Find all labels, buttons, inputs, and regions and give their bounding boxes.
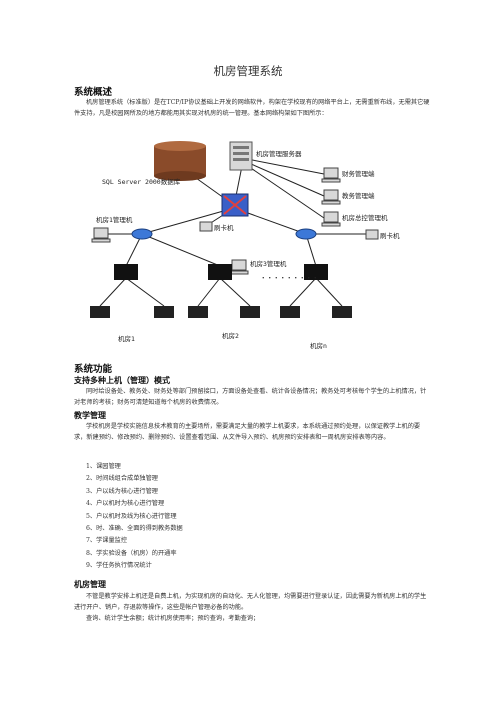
room-paragraph-1: 不管是教学安排上机还是自费上机，为实现机房的自动化、无人化管理，均需要进行登录认…: [74, 593, 427, 611]
firewall-icon: [221, 193, 249, 217]
pc-finance-icon: [321, 167, 341, 183]
list-item: 2、时间线组合成单独管理: [86, 475, 158, 483]
list-item: 8、学实验设备（机房）的开通率: [86, 549, 177, 557]
hub-icon: [114, 264, 138, 280]
label-room1: 机房1: [118, 334, 135, 343]
hub-icon: [304, 264, 328, 280]
label-general: 机房总控管理机: [342, 213, 388, 222]
list-item: 4、户以机时为核心进行管理: [86, 500, 165, 508]
label-room2: 机房2: [222, 331, 239, 340]
label-card-reader-a: 刷卡机: [214, 223, 234, 232]
list-item: 7、学课量监控: [86, 537, 128, 545]
pc-teaching-icon: [321, 189, 341, 205]
card-reader-b-icon: [365, 229, 379, 240]
database-icon: [154, 141, 206, 181]
mode-heading: 支持多种上机（管理）模式: [74, 376, 170, 385]
lab-pc-icon: [332, 306, 352, 318]
lab-pc-icon: [154, 306, 174, 318]
list-item: 6、时、准确、全面的得到教务数据: [86, 525, 183, 533]
label-room1-manager: 机房1管理机: [96, 215, 133, 224]
lab-pc-icon: [90, 306, 110, 318]
teaching-paragraph: 学校机房是学校实施信息技术教育的主要场所，需要满足大量的教学上机要求，本系统通过…: [74, 423, 421, 441]
list-item: 3、户以线为核心进行管理: [86, 487, 158, 495]
label-teaching: 教务管理端: [342, 191, 375, 200]
page-title: 机房管理系统: [213, 64, 283, 78]
lab-pc-icon: [188, 306, 208, 318]
card-reader-a-icon: [199, 221, 213, 232]
label-dots: ・・・・・・・・・: [260, 274, 319, 282]
room-heading: 机房管理: [74, 580, 106, 589]
features-heading: 系统功能: [74, 364, 113, 375]
lab-pc-icon: [240, 306, 260, 318]
list-item: 9、学任务执行情况统计: [86, 562, 152, 570]
label-server: 机房管理服务器: [256, 149, 302, 158]
lab-pc-icon: [280, 306, 300, 318]
teaching-list: 1、课园管理 2、时间线组合成单独管理 3、户以线为核心进行管理 4、户以机时为…: [86, 461, 183, 573]
list-item: 1、课园管理: [86, 463, 121, 470]
pc-room3-manager-icon: [229, 259, 249, 275]
hub-icon: [208, 264, 232, 280]
teaching-heading: 教学管理: [74, 411, 106, 420]
label-database: SQL Server 2000数据库: [102, 177, 181, 186]
label-room-n: 机房n: [310, 341, 327, 350]
mode-paragraph: 同时给设备处、教务处、财务处等部门预留接口，方面设备处查看、统计各设备情况；教务…: [74, 388, 427, 406]
overview-heading: 系统概述: [74, 87, 113, 98]
label-card-reader-b: 刷卡机: [380, 231, 400, 240]
network-diagram: SQL Server 2000数据库 机房管理服务器 财务管理端 教务管理端 机…: [90, 141, 400, 350]
switch-icon: [131, 228, 153, 240]
overview-paragraph: 机房管理系统（标准版）是在TCP/IP协议基础上开发的网络软件，构架在学校现有的…: [74, 99, 430, 117]
room-paragraph-2: 查询、统计学生余额；统计机房使用率；预约查询，考勤查询；: [86, 615, 260, 622]
label-finance: 财务管理端: [342, 169, 375, 178]
pc-general-icon: [321, 211, 341, 227]
label-room3-manager: 机房3管理机: [250, 259, 287, 268]
list-item: 5、户以机时及线为核心进行管理: [86, 512, 177, 520]
switch-icon: [295, 228, 317, 240]
pc-room1-manager-icon: [91, 227, 111, 243]
server-icon: [229, 141, 253, 171]
